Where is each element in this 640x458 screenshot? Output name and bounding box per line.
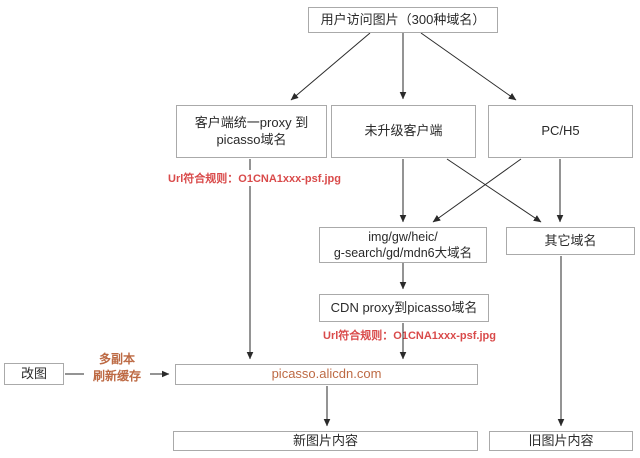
edge-user-to-client-proxy [290,32,371,101]
edge-legacy-to-other-domains [446,158,542,223]
node-cdn-proxy-label: CDN proxy到picasso域名 [330,299,478,315]
multi-replica-refresh-line2: 刷新缓存 [92,369,141,384]
node-pc-h5-label: PC/H5 [541,123,580,139]
node-big-domains-line1: img/gw/heic/ [368,229,438,244]
node-other-domains-label: 其它域名 [544,232,597,248]
node-big-domains-line2: g-search/gd/mdn6大域名 [333,246,473,260]
node-client-proxy-line2: picasso域名 [216,131,287,147]
node-change-image: 改图 [4,363,64,385]
node-picasso-domain-label: picasso.alicdn.com [271,366,382,382]
url-rule-annotation-bottom: Url符合规则：O1CNA1xxx-psf.jpg [323,330,496,342]
node-pc-h5: PC/H5 [488,105,633,158]
node-other-domains: 其它域名 [506,227,635,255]
node-old-image-content-label: 旧图片内容 [528,432,594,448]
node-old-image-content: 旧图片内容 [489,431,633,451]
node-new-image-content-label: 新图片内容 [292,432,358,448]
edge-user-to-pc-h5 [420,32,517,101]
node-new-image-content: 新图片内容 [173,431,478,451]
node-cdn-proxy: CDN proxy到picasso域名 [319,294,489,322]
node-change-image-label: 改图 [20,365,47,381]
node-client-proxy: 客户端统一proxy 到 picasso域名 [176,105,327,158]
multi-replica-refresh-label: 多副本 刷新缓存 [84,351,150,386]
multi-replica-refresh-line1: 多副本 [98,352,135,366]
node-legacy-client: 未升级客户端 [331,105,476,158]
node-user-access-label: 用户访问图片（300种域名） [320,11,486,27]
node-picasso-domain: picasso.alicdn.com [175,364,478,385]
url-rule-annotation-top: Url符合规则：O1CNA1xxx-psf.jpg [166,170,343,186]
node-client-proxy-line1: 客户端统一proxy 到 [194,114,309,130]
node-legacy-client-label: 未升级客户端 [364,123,443,139]
node-user-access: 用户访问图片（300种域名） [308,7,498,33]
node-big-domains: img/gw/heic/ g-search/gd/mdn6大域名 [319,227,487,263]
edge-pc-h5-to-big-domains [432,158,522,223]
